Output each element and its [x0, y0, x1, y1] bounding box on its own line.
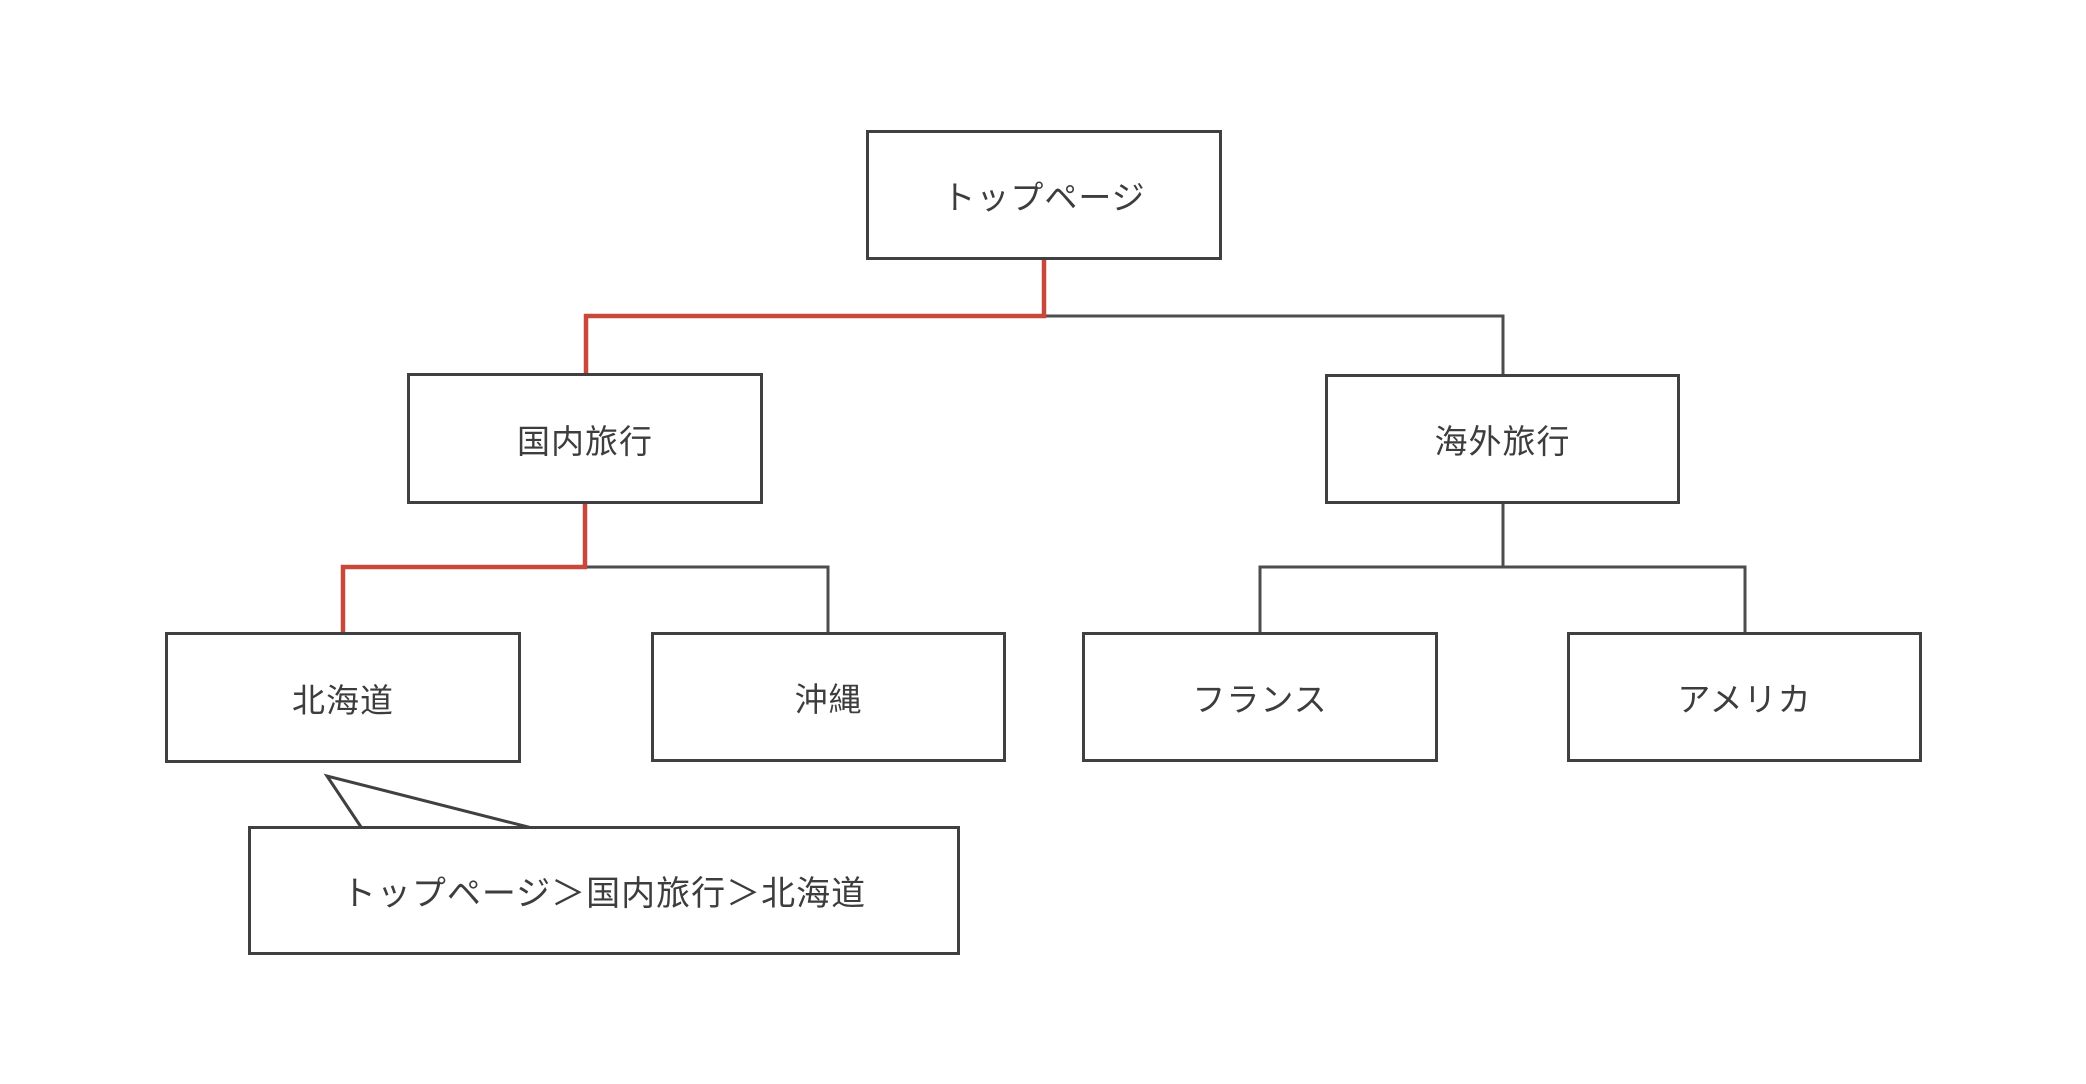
connector-top-to-overseas	[1040, 314, 1505, 376]
breadcrumb-callout-text: トップページ＞国内旅行＞北海道	[341, 875, 867, 913]
node-domestic-travel: 国内旅行	[407, 373, 763, 504]
node-america: アメリカ	[1567, 632, 1922, 762]
node-top-page: トップページ	[866, 130, 1222, 260]
connector-overseas-to-children	[1258, 565, 1747, 634]
node-top-page-label: トップページ	[942, 179, 1146, 216]
node-france-label: フランス	[1192, 681, 1328, 718]
node-france: フランス	[1082, 632, 1438, 762]
node-okinawa-label: 沖縄	[794, 681, 863, 718]
highlight-path-domestic-to-hokkaido	[340, 502, 588, 634]
highlight-path-top-to-domestic	[583, 258, 1047, 375]
node-hokkaido: 北海道	[165, 632, 521, 763]
node-america-label: アメリカ	[1677, 681, 1812, 718]
node-okinawa: 沖縄	[651, 632, 1006, 762]
node-overseas-travel: 海外旅行	[1325, 374, 1680, 504]
connector-domestic-to-okinawa	[581, 565, 830, 634]
node-domestic-travel-label: 国内旅行	[517, 422, 653, 460]
breadcrumb-callout: トップページ＞国内旅行＞北海道	[248, 826, 960, 955]
node-hokkaido-label: 北海道	[292, 681, 394, 719]
node-overseas-travel-label: 海外旅行	[1434, 423, 1571, 460]
